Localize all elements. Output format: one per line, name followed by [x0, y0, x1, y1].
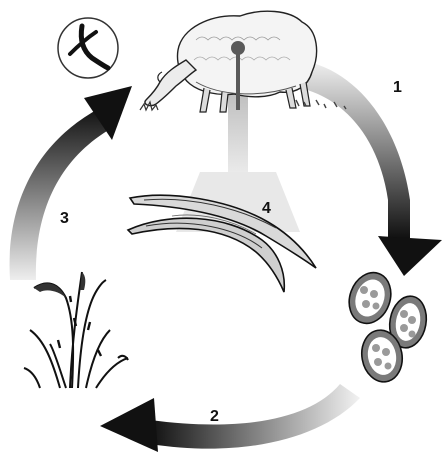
cycle-arrow-3: [10, 86, 132, 280]
step-label-3: 3: [60, 210, 69, 227]
worm-eggs-icon: [342, 267, 430, 385]
larva-magnified-icon: [58, 18, 118, 78]
step-label-1: 1: [393, 79, 402, 96]
grass-with-larvae-icon: [24, 272, 128, 388]
step-label-2: 2: [210, 408, 219, 425]
cycle-arrow-2: [100, 384, 360, 452]
cycle-arrow-1: [300, 60, 442, 276]
step-label-4: 4: [262, 200, 271, 217]
